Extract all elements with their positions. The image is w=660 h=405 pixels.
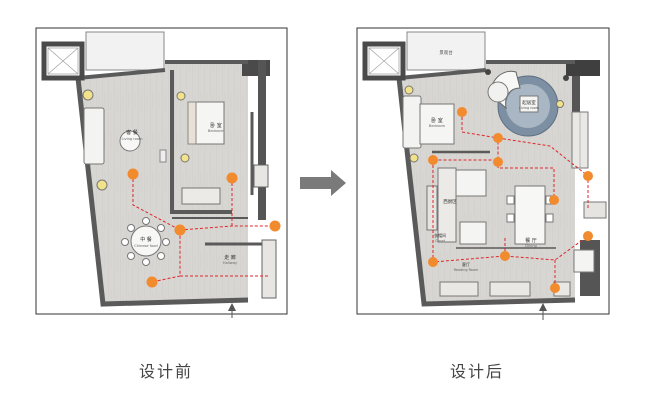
svg-text:走 廊: 走 廊 — [224, 254, 236, 261]
right-arrow-icon — [300, 170, 346, 196]
after-plan: 景观台 卧 室 Bedroom 起居室 Living room — [356, 27, 610, 320]
svg-text:Living room: Living room — [519, 106, 540, 110]
svg-text:Hallway: Hallway — [223, 261, 238, 265]
svg-text:中 餐: 中 餐 — [140, 236, 152, 243]
svg-text:卧 室: 卧 室 — [210, 122, 222, 129]
svg-text:景观台: 景观台 — [439, 49, 453, 56]
circulation-route-after — [428, 107, 593, 293]
svg-text:卧 室: 卧 室 — [431, 117, 443, 124]
circulation-route-before — [127, 168, 281, 288]
svg-text:Bedroom: Bedroom — [429, 124, 446, 128]
svg-text:衣帽间: 衣帽间 — [434, 232, 446, 238]
entrance-marker-icon — [539, 303, 547, 320]
room-label-living-before: 客 餐 — [126, 129, 138, 136]
svg-text:Chinese food: Chinese food — [134, 244, 157, 248]
svg-text:Bedroom: Bedroom — [208, 129, 225, 133]
svg-text:Reading Room: Reading Room — [454, 268, 479, 272]
before-plan: 客 餐 Living room 卧 室 Bedroom 中 餐 Chinese … — [35, 27, 288, 318]
svg-text:Dining: Dining — [525, 244, 537, 248]
caption-before: 设计前 — [139, 362, 194, 381]
svg-text:西厨区: 西厨区 — [443, 199, 457, 205]
svg-text:Living room: Living room — [121, 137, 143, 141]
dining-table-before — [130, 225, 162, 257]
svg-text:起居室: 起居室 — [522, 99, 536, 106]
entrance-marker-icon — [228, 303, 236, 318]
caption-after: 设计后 — [450, 362, 505, 381]
bed-after — [419, 103, 455, 145]
svg-text:Closet: Closet — [435, 239, 446, 243]
svg-text:客厅: 客厅 — [462, 261, 470, 267]
dining-table-after — [514, 185, 546, 245]
svg-text:餐 厅: 餐 厅 — [525, 237, 537, 244]
